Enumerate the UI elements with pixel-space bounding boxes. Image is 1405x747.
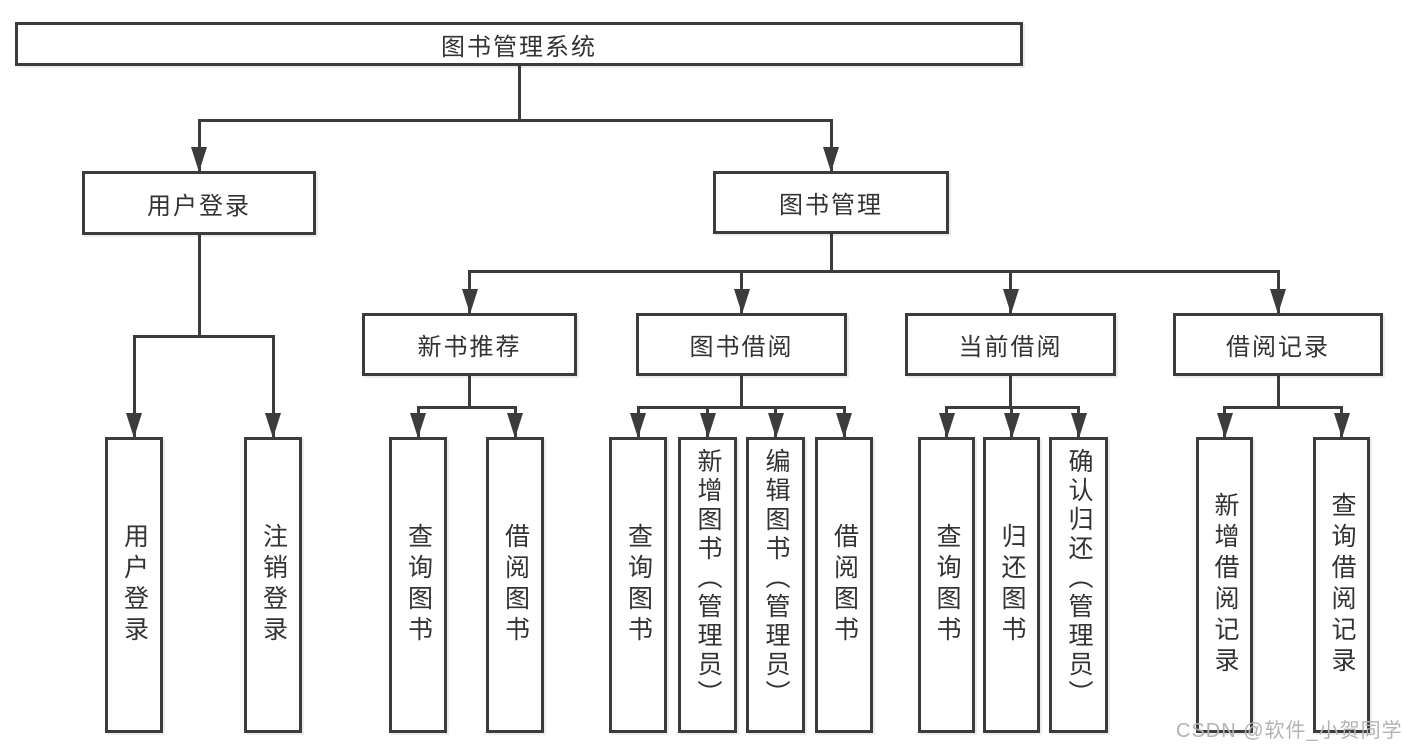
connector-vertical-line: [197, 120, 201, 171]
connector-horizontal-line: [416, 405, 517, 409]
node-label-root: 图书管理系统: [441, 33, 597, 61]
connector-vertical-line: [271, 336, 275, 437]
arrowhead-down-icon: [938, 413, 955, 438]
arrowhead-down-icon: [1270, 289, 1286, 314]
node-book-management: 图书管理: [713, 171, 949, 234]
node-leaf-query-borrow-record: 查询借阅记录: [1313, 437, 1370, 733]
connector-vertical-line: [829, 120, 833, 171]
arrowhead-down-icon: [265, 413, 281, 438]
arrowhead-down-icon: [836, 413, 852, 438]
connector-vertical-line: [1276, 376, 1280, 407]
arrowhead-down-icon: [1070, 413, 1087, 438]
connector-horizontal-line: [197, 118, 833, 122]
node-label-leaf-query-book-1: 查询图书: [404, 523, 433, 647]
connector-vertical-line: [517, 66, 521, 120]
node-label-leaf-confirm-return: 确认归还（管理员）: [1065, 448, 1093, 709]
node-label-leaf-user-login: 用户登录: [120, 523, 149, 647]
node-user-login: 用户登录: [82, 171, 316, 235]
arrowhead-down-icon: [699, 413, 716, 438]
connector-vertical-line: [1009, 376, 1012, 407]
arrowhead-down-icon: [823, 147, 839, 172]
node-label-new-book-recommend: 新书推荐: [417, 334, 522, 361]
node-label-leaf-add-borrow-record: 新增借阅记录: [1211, 492, 1239, 678]
connector-vertical-line: [829, 234, 833, 271]
node-label-current-borrowing: 当前借阅: [958, 334, 1063, 361]
arrowhead-down-icon: [191, 147, 207, 172]
arrowhead-down-icon: [126, 413, 142, 438]
watermark: CSDN @软件_小贺同学: [1176, 720, 1403, 742]
arrowhead-down-icon: [461, 289, 478, 314]
connector-horizontal-line: [468, 269, 1280, 273]
node-label-borrow-records: 借阅记录: [1226, 334, 1330, 361]
node-new-book-recommend: 新书推荐: [362, 313, 577, 376]
node-leaf-add-book: 新增图书（管理员）: [678, 437, 737, 733]
node-leaf-borrow-book-1: 借阅图书: [486, 437, 544, 733]
node-leaf-confirm-return: 确认归还（管理员）: [1049, 437, 1108, 733]
connector-horizontal-line: [1223, 405, 1343, 409]
arrowhead-down-icon: [630, 413, 646, 438]
node-label-leaf-add-book: 新增图书（管理员）: [694, 448, 722, 709]
node-leaf-edit-book: 编辑图书（管理员）: [746, 437, 805, 733]
arrowhead-down-icon: [410, 413, 426, 438]
node-leaf-query-book-1: 查询图书: [389, 437, 447, 733]
node-leaf-add-borrow-record: 新增借阅记录: [1196, 437, 1253, 733]
node-borrow-records: 借阅记录: [1173, 313, 1383, 376]
node-leaf-query-book-3: 查询图书: [918, 437, 975, 733]
connector-vertical-line: [197, 235, 201, 336]
node-label-leaf-borrow-book-2: 借阅图书: [830, 523, 859, 647]
node-leaf-user-login: 用户登录: [105, 437, 163, 733]
node-leaf-borrow-book-2: 借阅图书: [815, 437, 873, 733]
node-label-leaf-logout: 注销登录: [259, 523, 288, 647]
node-label-leaf-borrow-book-1: 借阅图书: [501, 523, 530, 647]
node-leaf-query-book-2: 查询图书: [609, 437, 667, 733]
node-book-borrowing: 图书借阅: [636, 313, 847, 376]
arrowhead-down-icon: [1003, 413, 1020, 438]
node-label-book-management: 图书管理: [779, 192, 883, 219]
node-root: 图书管理系统: [15, 22, 1023, 66]
arrowhead-down-icon: [1002, 289, 1019, 314]
node-label-book-borrowing: 图书借阅: [689, 334, 794, 361]
node-leaf-logout: 注销登录: [244, 437, 302, 733]
node-label-leaf-query-borrow-record: 查询借阅记录: [1328, 492, 1356, 678]
connector-horizontal-line: [636, 405, 846, 409]
arrowhead-down-icon: [767, 413, 784, 438]
node-label-user-login: 用户登录: [147, 192, 251, 220]
connector-horizontal-line: [132, 334, 275, 338]
node-leaf-return-book: 归还图书: [983, 437, 1040, 733]
connector-vertical-line: [468, 376, 471, 407]
node-label-leaf-query-book-3: 查询图书: [933, 523, 961, 647]
node-current-borrowing: 当前借阅: [905, 313, 1116, 376]
node-label-leaf-return-book: 归还图书: [998, 523, 1026, 647]
arrowhead-down-icon: [733, 289, 750, 314]
arrowhead-down-icon: [1333, 413, 1350, 438]
connector-vertical-line: [132, 336, 136, 437]
arrowhead-down-icon: [507, 413, 523, 438]
connector-vertical-line: [740, 376, 743, 407]
arrowhead-down-icon: [1216, 413, 1233, 438]
node-label-leaf-edit-book: 编辑图书（管理员）: [762, 448, 790, 709]
node-label-leaf-query-book-2: 查询图书: [624, 523, 653, 647]
